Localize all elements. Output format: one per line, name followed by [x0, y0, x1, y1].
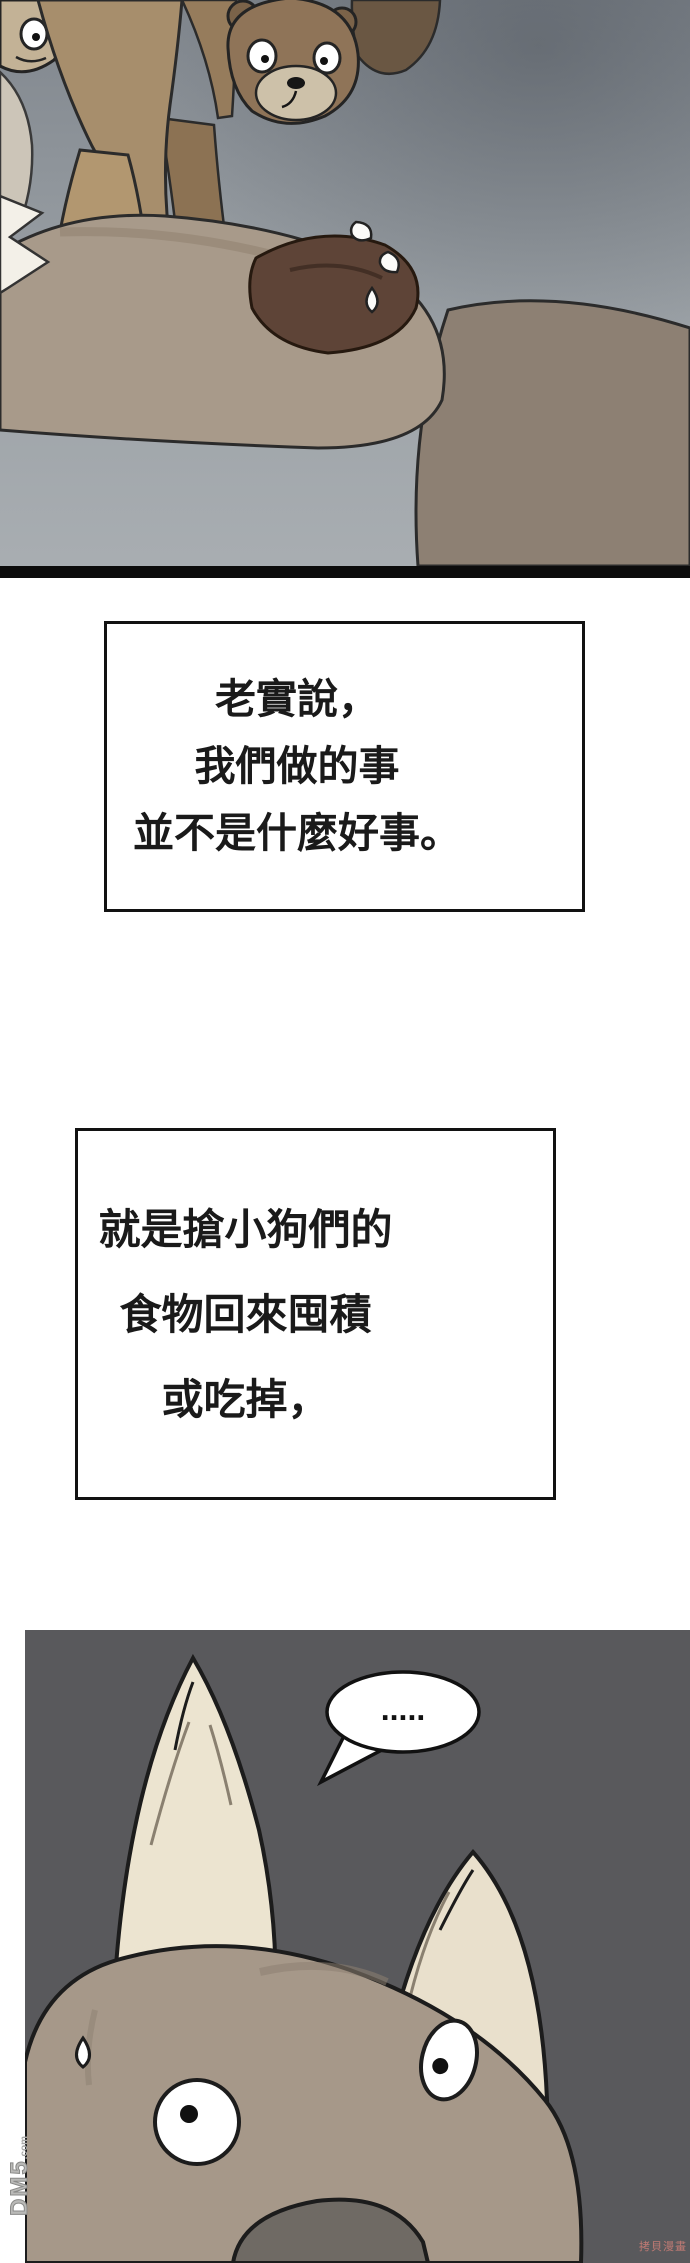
top-panel-artwork	[0, 0, 690, 578]
watermark-site-logo: DM5.com	[6, 2135, 34, 2217]
top-comic-panel	[0, 0, 690, 578]
bottom-panel-artwork: .....	[25, 1630, 690, 2263]
narration-line: 就是搶小狗們的	[98, 1205, 393, 1253]
narration-line: 我們做的事	[194, 743, 400, 789]
watermark-site-name: DM5	[6, 2159, 34, 2217]
narration-line: 並不是什麼好事。	[133, 810, 461, 856]
narration-line: 食物回來囤積	[119, 1290, 372, 1338]
muzzle	[230, 2197, 431, 2263]
white-fur-tufts	[0, 194, 51, 295]
lying-dog-body	[414, 299, 690, 568]
lying-dog-head	[0, 213, 446, 450]
speech-bubble-text: .....	[381, 1691, 425, 1727]
left-ear	[110, 1653, 278, 2017]
shocked-bear-head	[226, 0, 442, 125]
narration-line: 老實說，	[215, 676, 379, 722]
watermark-site-suffix: .com	[19, 2135, 30, 2160]
narration-box-1: 老實說， 我們做的事 並不是什麼好事。	[104, 621, 585, 912]
narration-box-2: 就是搶小狗們的 食物回來囤積 或吃掉，	[75, 1128, 556, 1500]
watermark-corner-text: 拷貝漫畫	[639, 2241, 687, 2253]
panel-bottom-border	[0, 566, 690, 578]
narration-line: 或吃掉，	[161, 1375, 330, 1423]
sweat-drop	[75, 2035, 91, 2069]
right-eye	[419, 2018, 479, 2102]
left-eye	[153, 2078, 241, 2166]
bottom-comic-panel: .....	[25, 1630, 690, 2263]
speech-bubble: .....	[317, 1670, 481, 1787]
sweat-drops	[349, 220, 400, 314]
